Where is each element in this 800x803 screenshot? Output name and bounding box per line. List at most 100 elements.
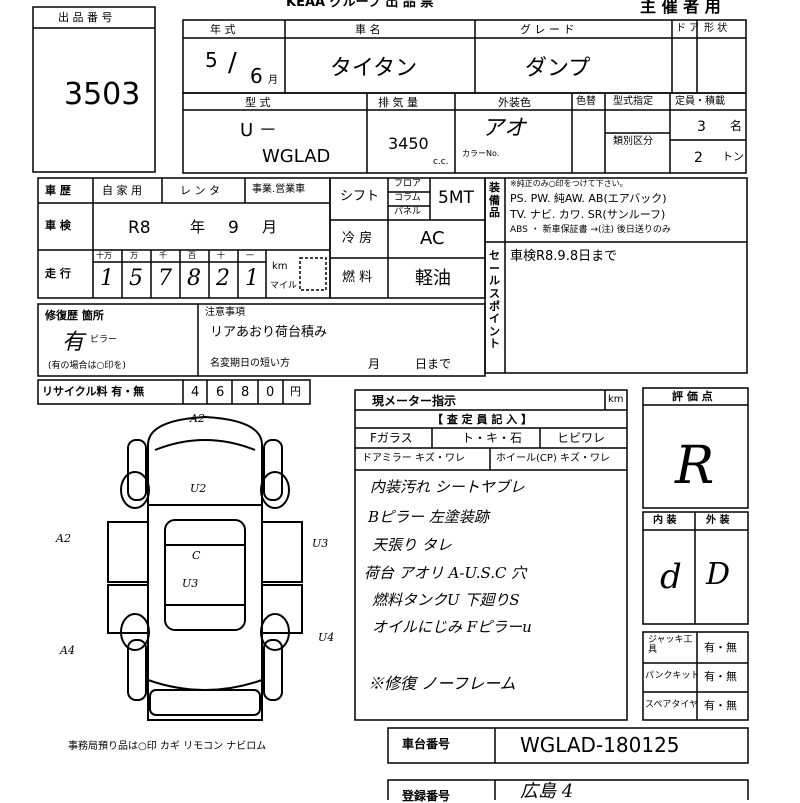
color-change-label: 色替 — [576, 96, 596, 107]
odometer-digit: 8 — [187, 266, 201, 291]
sales-point-label: セールスポイント — [489, 249, 500, 351]
capacity-value: 3 — [697, 119, 706, 135]
model-value: WGLAD — [262, 146, 331, 167]
month-unit: 月 — [268, 75, 278, 86]
recycle-label: リサイクル料 有・無 — [42, 385, 145, 398]
load-unit: トン — [722, 150, 744, 163]
displacement-unit: c.c. — [433, 157, 449, 167]
recycle-digit: 0 — [266, 385, 275, 400]
place-10k: 万 — [130, 251, 138, 260]
equipment-line1: PS. PW. 純AW. AB(エアバック) — [510, 192, 667, 205]
diagram-mark: U4 — [318, 631, 335, 644]
history-rental: レ ン タ — [180, 184, 220, 197]
exterior-grade: D — [706, 557, 731, 592]
shift-floor: フロア — [394, 179, 422, 189]
shift-value: 5MT — [438, 188, 474, 208]
name-change-month: 月 — [368, 357, 381, 371]
hand-note: 天張り タレ — [372, 536, 452, 554]
diagram-mark: U3 — [182, 577, 199, 590]
shift-panel: パネル — [394, 207, 422, 217]
diagram-mark: U2 — [190, 482, 207, 495]
hand-note: 荷台 アオリ A-U.S.C 穴 — [364, 564, 527, 582]
odometer-digit: 1 — [100, 266, 114, 291]
history-label: 車 歴 — [45, 184, 71, 197]
recycle-digit: 4 — [191, 385, 200, 400]
mileage-label: 走 行 — [45, 267, 71, 280]
shaken-year-unit: 年 — [190, 218, 206, 236]
displacement-label: 排 気 量 — [378, 96, 418, 109]
glass-options: ト・キ・石 — [462, 431, 523, 445]
displacement-value: 3450 — [388, 134, 429, 153]
history-private: 自 家 用 — [102, 184, 142, 197]
sales-point-value: 車検R8.9.8日まで — [510, 249, 618, 264]
equipment-line2: TV. ナビ. カワ. SR(サンルーフ) — [510, 208, 666, 221]
diagram-mark: U3 — [312, 537, 329, 550]
hand-note: 燃料タンクU 下廻りS — [372, 591, 520, 609]
diagram-mark: A4 — [60, 644, 75, 657]
odometer-digit: 5 — [129, 266, 143, 291]
year-label: 年 式 — [210, 23, 236, 36]
meter-unit: km — [608, 394, 624, 405]
make-label: 車 名 — [355, 23, 381, 36]
door-label: ド ア — [676, 23, 700, 34]
recycle-digit: 8 — [241, 385, 250, 400]
repair-note: (有の場合は○印を) — [48, 361, 126, 371]
inspector-label: 【 査 定 員 記 入 】 — [432, 413, 532, 426]
meter-label: 現メーター指示 — [372, 394, 457, 408]
diagram-mark: A2 — [190, 412, 205, 425]
odometer-digit: 1 — [245, 266, 259, 291]
equipment-line3: ABS ・ 新車保証書 →(注) 後日送りのみ — [510, 225, 671, 235]
diagram-mark: A2 — [56, 532, 71, 545]
place-100: 百 — [188, 251, 196, 260]
recycle-digit: 6 — [216, 385, 225, 400]
class-label: 類別区分 — [613, 136, 653, 147]
form-title: KEAA グループ 出 品 票 — [286, 0, 434, 10]
hand-note: ※修復 ノーフレーム — [368, 674, 516, 693]
evaluation-score: R — [675, 436, 715, 496]
year-slash: / — [228, 48, 237, 78]
model-prefix: U － — [240, 120, 277, 141]
repair-mark-note: ピラー — [90, 335, 118, 345]
mileage-mile-unit: マイル — [270, 281, 298, 291]
hand-note: 内装汚れ シートヤブレ — [370, 478, 525, 496]
registration-number: 広島 4 — [520, 781, 574, 802]
fuel-label: 燃 料 — [342, 270, 373, 285]
shape-label: 形 状 — [704, 23, 728, 34]
odometer-digit: 7 — [158, 266, 172, 291]
repair-label: 修復歴 箇所 — [45, 309, 104, 322]
office-note: 事務局預り品は○印 カギ リモコン ナビロム — [68, 741, 267, 752]
notes-value: リアあおり荷台積み — [210, 325, 328, 340]
equipment-label: 装備品 — [489, 181, 500, 220]
diagram-mark: C — [192, 549, 201, 562]
recycle-unit: 円 — [290, 385, 301, 398]
name-change-day: 日まで — [415, 357, 452, 371]
shaken-era: R8 — [128, 218, 151, 238]
color-no-label: カラーNo. — [462, 149, 500, 158]
evaluation-label: 評 価 点 — [672, 390, 713, 403]
hand-note: Bピラー 左塗装跡 — [368, 508, 489, 526]
place-1: 一 — [246, 251, 254, 260]
hand-note: オイルにじみ Fピラーu — [372, 618, 532, 636]
name-change-label: 名変期日の短い方 — [210, 358, 290, 369]
mileage-km-unit: km — [272, 261, 288, 272]
shaken-label: 車 検 — [45, 219, 71, 232]
shift-label: シフト — [340, 189, 380, 204]
capacity-label: 定員・積載 — [675, 96, 725, 107]
puncture-label: パンクキット — [645, 671, 700, 681]
wheel-label: ホイール(CP) キズ・ワレ — [496, 453, 610, 464]
puncture-options: 有・無 — [704, 670, 737, 683]
mirror-label: ドアミラー キズ・ワレ — [362, 453, 465, 464]
shaken-month: 9 — [228, 218, 239, 238]
lot-number: 3503 — [64, 77, 141, 112]
ac-value: AC — [420, 228, 445, 249]
model-label: 型 式 — [245, 96, 271, 109]
exterior-value: アオ — [482, 116, 527, 141]
glass-label: Fガラス — [370, 431, 413, 445]
history-business: 事業.営業車 — [252, 184, 306, 195]
damage-diagram — [107, 415, 303, 721]
type-cert-label: 型式指定 — [613, 96, 653, 107]
jack-label: ジャッキ工具 — [648, 635, 693, 655]
fuel-value: 軽油 — [415, 268, 451, 289]
interior-grade: d — [660, 557, 682, 597]
